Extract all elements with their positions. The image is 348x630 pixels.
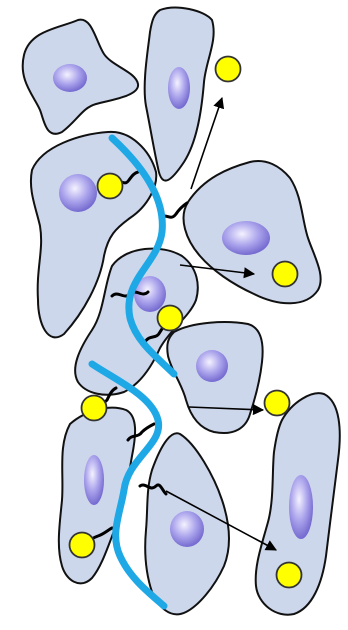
particle-icon	[98, 174, 123, 199]
nucleus-icon	[170, 511, 204, 547]
nucleus-icon	[53, 64, 87, 92]
particle-icon	[82, 396, 107, 421]
nucleus-icon	[196, 350, 228, 382]
nucleus-icon	[289, 475, 313, 539]
particle-icon	[265, 391, 290, 416]
nucleus-icon	[84, 455, 104, 505]
nucleus-icon	[222, 221, 270, 255]
nucleus-icon	[59, 174, 97, 212]
nucleus-icon	[168, 67, 190, 109]
particle-icon	[216, 57, 241, 82]
particle-icon	[70, 533, 95, 558]
particle-icon	[277, 563, 302, 588]
particle-icon	[158, 306, 183, 331]
particle-icon	[273, 262, 298, 287]
